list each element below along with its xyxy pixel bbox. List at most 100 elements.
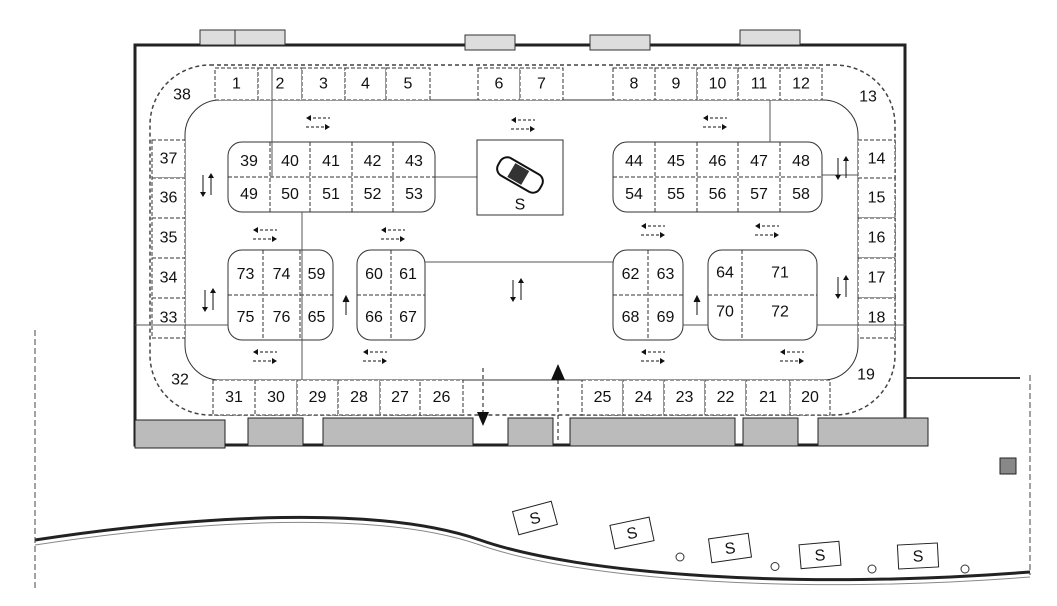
booth[interactable] — [214, 67, 259, 101]
booth-55: 55 — [667, 186, 685, 203]
booth-69: 69 — [657, 309, 675, 326]
booth[interactable] — [151, 297, 186, 339]
booth-7: 7 — [537, 76, 546, 93]
booth-1: 1 — [232, 76, 241, 93]
booth[interactable] — [301, 67, 346, 101]
booth-19: 19 — [857, 367, 875, 384]
traffic-arrow-icon — [306, 115, 330, 130]
booth[interactable] — [212, 379, 256, 416]
booth-56: 56 — [709, 186, 727, 203]
booth-8: 8 — [630, 76, 639, 93]
traffic-arrow-icon — [511, 117, 535, 132]
booth-4: 4 — [361, 76, 370, 93]
booth-53: 53 — [405, 186, 423, 203]
booth-62: 62 — [622, 266, 640, 283]
booth[interactable] — [296, 379, 339, 416]
booth[interactable] — [779, 67, 823, 101]
booth-35: 35 — [160, 230, 178, 247]
booth-68: 68 — [622, 309, 640, 326]
booth-37: 37 — [160, 151, 178, 168]
traffic-arrow-icon — [755, 223, 779, 238]
booth[interactable] — [612, 67, 656, 101]
wall-fixture — [322, 417, 474, 447]
booth-72: 72 — [771, 304, 789, 321]
booth-67: 67 — [399, 309, 417, 326]
booth-22: 22 — [717, 389, 735, 406]
traffic-arrow-icon — [253, 349, 277, 364]
booth[interactable] — [696, 67, 739, 101]
booth[interactable] — [379, 379, 421, 416]
booth[interactable] — [419, 379, 464, 416]
booth[interactable] — [663, 379, 706, 416]
booth-66: 66 — [365, 309, 383, 326]
wall-fixture — [464, 34, 516, 51]
booth[interactable] — [857, 217, 896, 259]
booth[interactable] — [151, 177, 186, 219]
booth-27: 27 — [391, 389, 409, 406]
booth[interactable] — [344, 67, 387, 101]
wall-fixture — [739, 29, 801, 46]
traffic-arrow-icon — [363, 349, 387, 364]
booth[interactable] — [789, 379, 831, 416]
road-curve — [34, 515, 1031, 582]
booth[interactable] — [151, 217, 186, 259]
booth-42: 42 — [364, 153, 382, 170]
booth[interactable] — [704, 379, 747, 416]
booth-2: 2 — [276, 76, 285, 93]
booth-45: 45 — [667, 153, 685, 170]
booth-33: 33 — [160, 310, 178, 327]
booth-49: 49 — [240, 186, 258, 203]
traffic-arrow-icon — [510, 278, 524, 302]
booth-39: 39 — [240, 153, 258, 170]
booth-54: 54 — [625, 186, 643, 203]
traffic-arrow-icon — [835, 275, 849, 299]
booth[interactable] — [857, 297, 896, 339]
booth-9: 9 — [672, 76, 681, 93]
wall-fixture — [234, 29, 286, 46]
booth-21: 21 — [759, 389, 777, 406]
booth-28: 28 — [350, 389, 368, 406]
booth-15: 15 — [868, 190, 886, 207]
booth-29: 29 — [309, 389, 327, 406]
booth-38: 38 — [173, 87, 191, 104]
booth[interactable] — [581, 379, 624, 416]
outdoor-sign-label: S — [724, 540, 737, 558]
booth-12: 12 — [792, 76, 810, 93]
booth[interactable] — [622, 379, 665, 416]
booth[interactable] — [857, 177, 896, 219]
booth-40: 40 — [281, 153, 299, 170]
traffic-arrow-icon — [641, 223, 665, 238]
wall-fixture — [742, 417, 799, 447]
booth-13: 13 — [859, 89, 877, 106]
booth-61: 61 — [399, 266, 417, 283]
wall-fixture — [817, 417, 929, 447]
booth-14: 14 — [868, 151, 886, 168]
booth-6: 6 — [495, 76, 504, 93]
booth-58: 58 — [792, 186, 810, 203]
booth[interactable] — [519, 67, 564, 101]
traffic-arrow-icon — [200, 173, 214, 197]
traffic-arrow-icon — [835, 156, 849, 180]
booth-26: 26 — [433, 389, 451, 406]
booth[interactable] — [257, 67, 303, 101]
booth-36: 36 — [160, 190, 178, 207]
booth-16: 16 — [868, 230, 886, 247]
booth[interactable] — [151, 257, 186, 299]
traffic-arrow-icon — [381, 227, 405, 242]
booth[interactable] — [857, 257, 896, 299]
booth[interactable] — [737, 67, 781, 101]
booth[interactable] — [385, 67, 431, 101]
booth[interactable] — [254, 379, 298, 416]
booth-76: 76 — [273, 309, 291, 326]
booth-65: 65 — [308, 309, 326, 326]
booth-59: 59 — [308, 266, 326, 283]
booth[interactable] — [337, 379, 381, 416]
booth-74: 74 — [273, 266, 291, 283]
outdoor-sign: S — [798, 540, 842, 570]
booth-75: 75 — [237, 309, 255, 326]
booth-43: 43 — [405, 153, 423, 170]
booth[interactable] — [745, 379, 791, 416]
car-icon — [496, 156, 544, 194]
outdoor-sign-label: S — [814, 547, 826, 565]
booth-20: 20 — [801, 389, 819, 406]
